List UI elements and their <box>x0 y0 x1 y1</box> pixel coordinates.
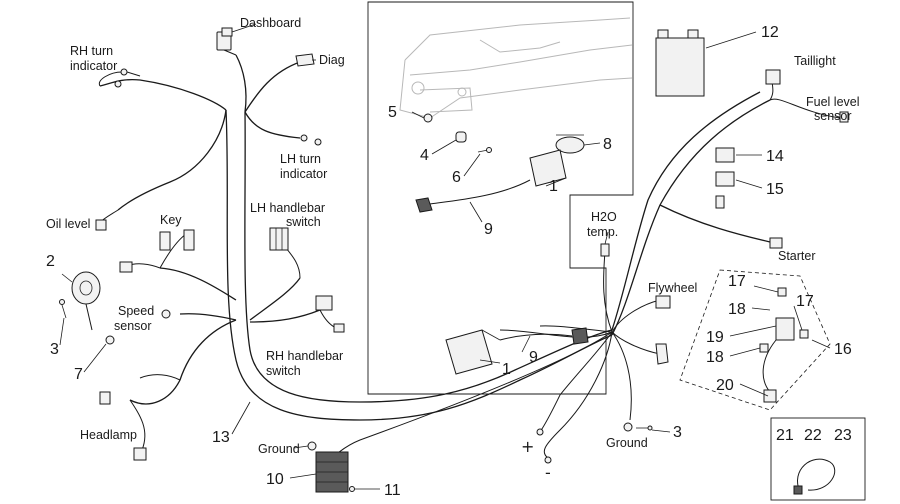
taillight-connector <box>765 69 781 85</box>
callout-7: 7 <box>74 366 83 383</box>
lh-switch-connector <box>269 227 289 251</box>
label-h2o-1: H2O <box>591 210 617 224</box>
label-diag: Diag <box>319 53 345 67</box>
callout-14: 14 <box>766 148 784 165</box>
flywheel-connector <box>655 295 671 309</box>
label-speed-2: sensor <box>114 319 152 333</box>
nut-5 <box>423 113 433 123</box>
label-flywheel: Flywheel <box>648 281 697 295</box>
key-connector <box>119 229 195 273</box>
lh-turn-connector <box>300 134 322 146</box>
label-lh-switch-2: switch <box>286 215 321 229</box>
starter-connector <box>715 195 783 249</box>
fuel-sensor-connector <box>839 111 849 123</box>
ground-terminal-right <box>623 422 653 432</box>
dashboard-connector <box>216 27 237 56</box>
fuse-box-outline <box>679 269 831 411</box>
cable-tie-box <box>770 417 866 501</box>
label-rh-switch-2: switch <box>266 364 301 378</box>
label-rh-switch-1: RH handlebar <box>266 349 343 363</box>
callout-15: 15 <box>766 181 784 198</box>
screw-6 <box>477 147 492 153</box>
callout-8: 8 <box>603 136 612 153</box>
branch-wires <box>97 71 841 459</box>
callout-16: 16 <box>834 341 852 358</box>
callout-13: 13 <box>212 429 230 446</box>
horn <box>59 271 101 331</box>
callout-17-top: 17 <box>728 273 746 290</box>
headlamp-connector <box>99 391 147 461</box>
callout-3-right: 3 <box>673 424 682 441</box>
speed-sensor <box>161 309 171 319</box>
label-rh-turn-1: RH turn <box>70 44 113 58</box>
callout-19: 19 <box>706 329 724 346</box>
rh-switch-connector <box>315 295 345 333</box>
label-headlamp: Headlamp <box>80 428 137 442</box>
label-starter: Starter <box>778 249 816 263</box>
callout-11: 11 <box>384 482 401 499</box>
callout-22: 22 <box>804 427 822 444</box>
callout-6: 6 <box>452 169 461 186</box>
label-lh-switch-1: LH handlebar <box>250 201 325 215</box>
regulator-10 <box>315 451 349 493</box>
ignition-coil-1-inset <box>529 149 567 187</box>
callout-18-bottom: 18 <box>706 349 724 366</box>
callout-4: 4 <box>420 147 429 164</box>
h2o-temp-sensor <box>600 243 610 257</box>
relay-15 <box>715 171 735 187</box>
spacer-4 <box>455 131 467 143</box>
callout-2: 2 <box>46 253 55 270</box>
callout-1: 1 <box>502 361 511 378</box>
callout-10: 10 <box>266 471 284 488</box>
callout-9-inset: 9 <box>484 221 493 238</box>
label-oil-level: Oil level <box>46 217 90 231</box>
rh-turn-connector <box>114 68 141 88</box>
callout-20: 20 <box>716 377 734 394</box>
callout-18-top: 18 <box>728 301 746 318</box>
label-rh-turn-2: indicator <box>70 59 117 73</box>
label-ground-right: Ground <box>606 436 648 450</box>
bolt-7 <box>105 335 115 345</box>
label-ground-left: Ground <box>258 442 300 456</box>
oil-level-connector <box>95 219 107 231</box>
label-lh-turn-2: indicator <box>280 167 327 181</box>
label-key: Key <box>160 213 182 227</box>
label-plus: + <box>521 437 534 456</box>
main-harness <box>99 54 771 421</box>
label-fuel-1: Fuel level <box>806 95 860 109</box>
label-dashboard: Dashboard <box>240 16 301 30</box>
callout-12: 12 <box>761 24 779 41</box>
connector-right <box>655 343 669 365</box>
cable-tie <box>793 458 836 495</box>
label-fuel-2: sensor <box>814 109 852 123</box>
frame-sketch <box>399 17 633 119</box>
ground-terminal-left <box>307 441 317 451</box>
callout-5: 5 <box>388 104 397 121</box>
relay-14 <box>715 147 735 163</box>
callout-23: 23 <box>834 427 852 444</box>
callout-21: 21 <box>776 427 794 444</box>
label-taillight: Taillight <box>794 54 836 68</box>
ignition-coil-1 <box>445 329 501 375</box>
label-lh-turn-1: LH turn <box>280 152 321 166</box>
label-speed-1: Speed <box>118 304 154 318</box>
diag-connector <box>295 53 315 67</box>
callout-1-inset: 1 <box>549 178 558 195</box>
battery-terminals <box>536 428 552 464</box>
leader-lines <box>59 23 831 490</box>
spark-cap-9 <box>499 327 589 345</box>
inset-frame <box>367 1 634 395</box>
spark-cap-9-inset <box>415 179 531 213</box>
callout-17-right: 17 <box>796 293 814 310</box>
battery-12 <box>655 29 705 97</box>
screw-11 <box>349 486 355 492</box>
callout-9: 9 <box>529 349 538 366</box>
label-minus: - <box>545 463 551 482</box>
label-h2o-2: temp. <box>587 225 618 239</box>
callout-3-left: 3 <box>50 341 59 358</box>
